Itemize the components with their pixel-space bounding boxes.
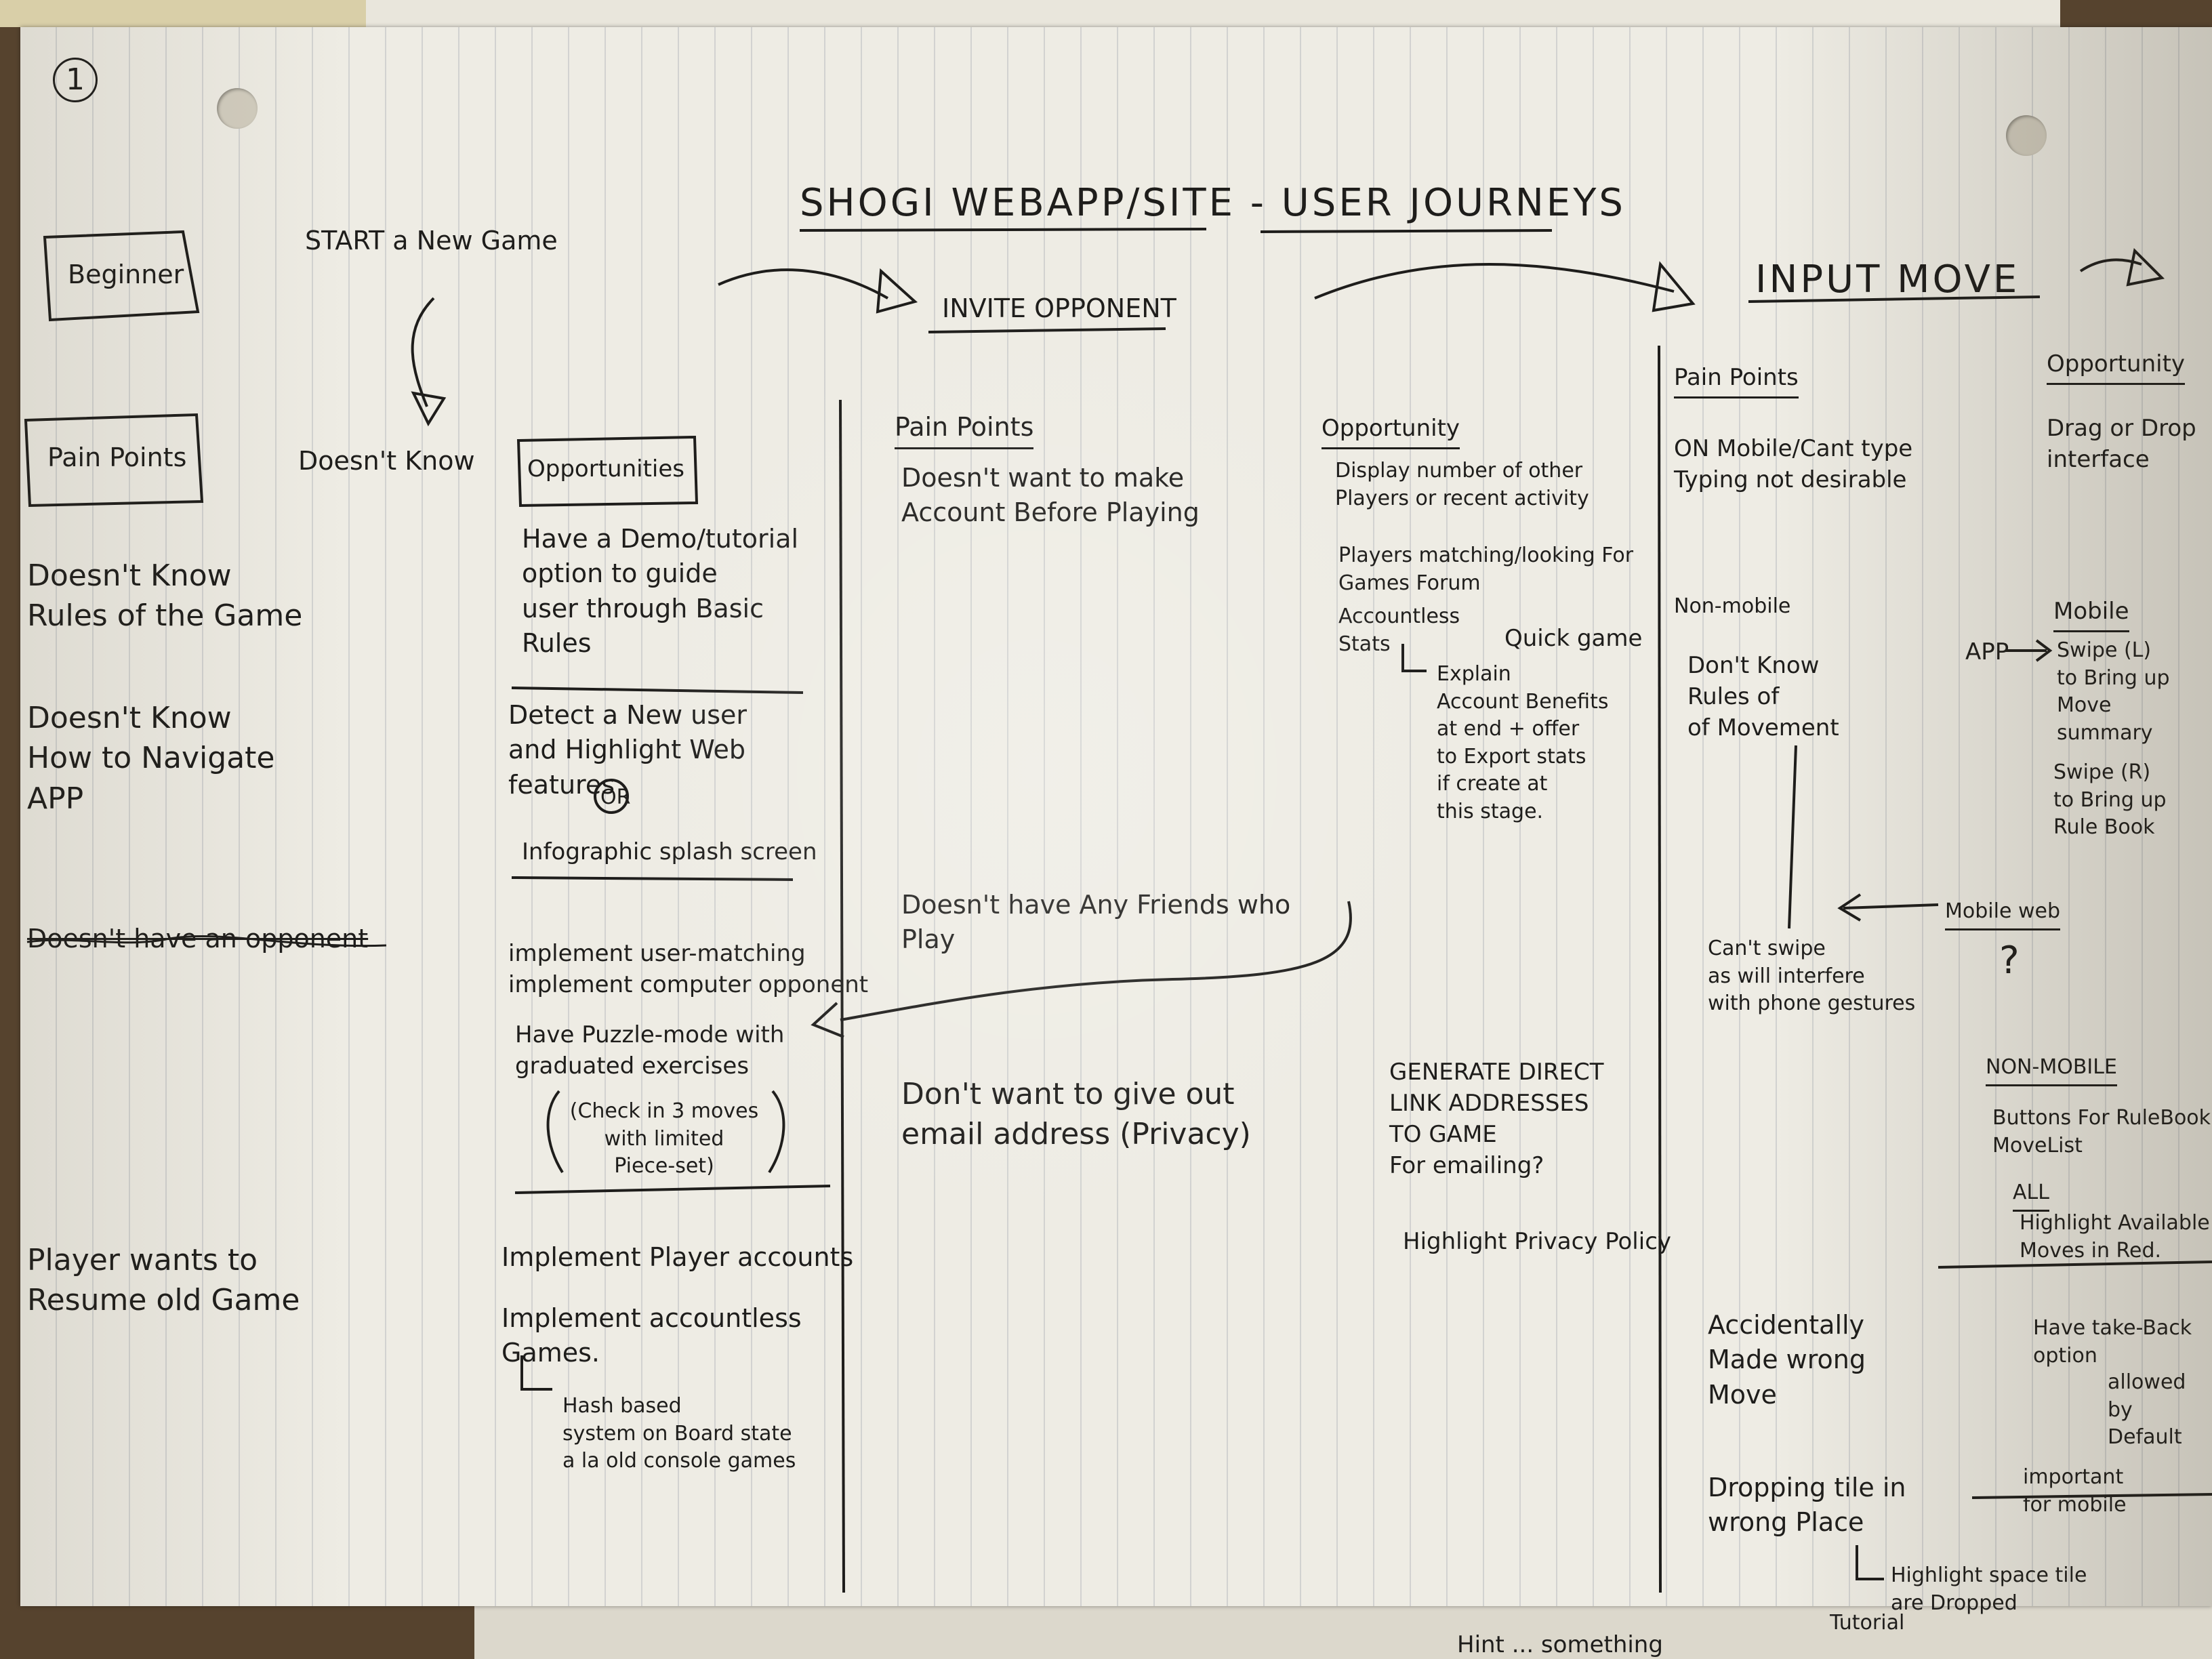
opportunity-check-exercise: (Check in 3 moves with limited Piece-set… [569,1099,759,1178]
page-title: SHOGI WEBAPP/SITE - USER JOURNEYS [800,181,1626,225]
pain-point-no-opponent: Doesn't have an opponent [27,924,369,954]
input-pain-mobile-typing: ON Mobile/Cant type Typing not desirable [1674,435,1913,493]
invite-opp-accountless-stats: Accountless Stats [1338,605,1460,656]
input-opp-important-mobile: important for mobile [2023,1465,2127,1517]
column-divider [839,399,845,1593]
pain-point-navigation: Doesn't Know How to Navigate APP [27,701,275,816]
invite-pain-privacy: Don't want to give out email address (Pr… [901,1077,1251,1152]
page-number: 1 [53,58,98,102]
input-opp-highlight-space: Highlight space tile are Dropped [1891,1563,2087,1615]
input-opp-drag-drop: Drag or Drop interface [2047,415,2196,473]
input-opp-swipe-right: Swipe (R) to Bring up Rule Book [2053,760,2167,839]
input-opp-all: ALL [2013,1179,2049,1212]
column-divider [1658,345,1662,1593]
input-opp-mobile-web: Mobile web [1945,898,2060,930]
input-opp-buttons: Buttons For RuleBook MoveList [1992,1106,2211,1158]
opportunity-detect-new-user: Detect a New user and Highlight Web feat… [508,700,747,800]
header-doesnt-know: Doesn't Know [298,446,475,476]
stage-start-new-game: START a New Game [305,226,558,255]
or-label: OR [600,785,631,809]
header-opportunity-input: Opportunity [2047,349,2186,385]
pain-point-rules: Doesn't Know Rules of the Game [27,558,303,634]
invite-opp-forum: Players matching/looking For Games Forum [1338,544,1634,595]
pain-point-resume-game: Player wants to Resume old Game [27,1243,300,1318]
invite-opp-privacy-policy: Highlight Privacy Policy [1403,1228,1672,1255]
input-pain-wrong-place: Dropping tile in wrong Place [1708,1473,1906,1538]
input-pain-wrong-move: Accidentally Made wrong Move [1708,1310,1866,1410]
input-opp-question-mark: ? [1999,939,2022,983]
input-pain-cant-swipe: Can't swipe as will interfere with phone… [1708,937,1916,1015]
input-pain-movement-rules: Don't Know Rules of of Movement [1687,652,1839,741]
invite-opp-quick-game: Quick game [1504,625,1643,652]
header-pain-points-invite: Pain Points [895,410,1034,450]
opportunity-player-accounts: Implement Player accounts [501,1242,854,1272]
header-pain-points-input: Pain Points [1674,363,1799,398]
background-sticky-note [0,0,380,27]
header-opportunity-invite: Opportunity [1322,413,1460,449]
opportunity-user-matching: implement user-matching implement comput… [508,940,869,998]
opportunity-tutorial: Have a Demo/tutorial option to guide use… [522,524,799,658]
opportunity-puzzle-mode: Have Puzzle-mode with graduated exercise… [515,1021,785,1080]
invite-opp-direct-link: GENERATE DIRECT LINK ADDRESSES TO GAME F… [1389,1059,1604,1179]
stage-beginner: Beginner [68,260,184,289]
invite-opp-activity: Display number of other Players or recen… [1335,459,1589,510]
input-opp-mobile: Mobile [2053,596,2129,632]
input-opp-allowed-default: allowed by Default [2108,1370,2186,1449]
input-opp-non-mobile: NON-MOBILE [1986,1054,2117,1086]
tutorial-fragment: Tutorial [1830,1611,1905,1635]
input-pain-non-mobile: Non-mobile [1674,594,1791,618]
input-opp-swipe-left: Swipe (L) to Bring up Move summary [2057,638,2170,745]
invite-pain-account: Doesn't want to make Account Before Play… [901,463,1200,528]
background-fragment-bottom: Hint ... something [1457,1631,1663,1658]
opportunity-hash-system: Hash based system on Board state a la ol… [562,1394,796,1473]
invite-pain-no-friends: Doesn't have Any Friends who Play [901,890,1291,955]
header-opportunities-beginner: Opportunities [527,455,684,483]
input-opp-app: APP [1965,638,2009,665]
opportunity-accountless-games: Implement accountless Games. [501,1303,802,1368]
input-opp-take-back: Have take-Back option [2033,1316,2192,1368]
punch-hole [2006,115,2047,156]
invite-opp-explain-benefits: Explain Account Benefits at end + offer … [1437,662,1609,823]
ink-lines [24,228,2212,1593]
stage-invite-opponent: INVITE OPPONENT [942,293,1176,323]
input-opp-highlight-moves: Highlight Available Moves in Red. [2020,1211,2210,1263]
opportunity-infographic: Infographic splash screen [522,838,817,865]
background-sheet-bottom [474,1599,2212,1659]
punch-hole [217,88,258,129]
stage-input-move: INPUT MOVE [1755,258,2020,302]
header-pain-points-beginner: Pain Points [47,443,187,472]
notebook-paper: 1 SHOGI WEBAPP/SITE - USER JOURNEYS Begi… [20,27,2212,1615]
